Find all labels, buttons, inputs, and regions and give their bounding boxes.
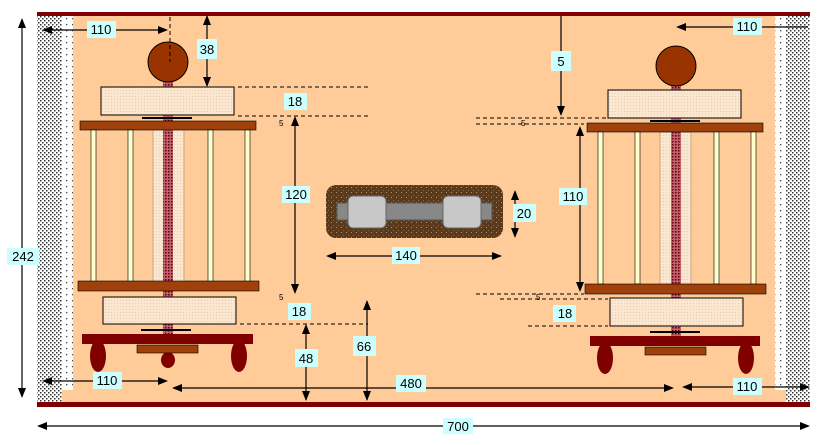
label-element-floor-height: 66 bbox=[357, 339, 371, 354]
right-wall-inner bbox=[786, 16, 810, 402]
left-press bbox=[77, 41, 260, 372]
label-total-width: 700 bbox=[447, 419, 469, 434]
label-bottom-left-offset: 110 bbox=[97, 373, 118, 388]
label-top-gap: 38 bbox=[200, 42, 214, 57]
label-left-column-height: 120 bbox=[285, 187, 307, 202]
label-small-gap: 5 bbox=[279, 293, 284, 302]
label-base-height: 48 bbox=[299, 351, 313, 366]
top-frame-line bbox=[37, 12, 810, 16]
left-wall-inner bbox=[37, 16, 62, 402]
label-right-bottom-block: 18 bbox=[558, 306, 572, 321]
label-right-column-height: 110 bbox=[563, 189, 584, 204]
label-small-gap: 5 bbox=[536, 293, 541, 302]
right-press bbox=[584, 45, 767, 374]
label-center-distance: 480 bbox=[400, 376, 422, 391]
label-total-height: 242 bbox=[12, 249, 34, 264]
label-small-gap: 5 bbox=[279, 119, 284, 128]
label-top-right-offset: 110 bbox=[737, 19, 758, 34]
label-bottom-right-offset: 110 bbox=[737, 379, 758, 394]
label-top-left-offset: 110 bbox=[91, 22, 112, 37]
heating-element bbox=[326, 185, 503, 238]
label-top-left-block: 18 bbox=[288, 94, 302, 109]
dimension-labels: 110 38 18 120 242 140 20 110 5 110 18 18… bbox=[7, 18, 762, 434]
label-left-bottom-block: 18 bbox=[292, 304, 306, 319]
bottom-frame-line bbox=[37, 402, 810, 407]
label-element-length: 140 bbox=[395, 248, 417, 263]
label-small-gap: 5 bbox=[521, 119, 526, 128]
label-right-top-gap: 5 bbox=[557, 54, 564, 69]
label-element-height: 20 bbox=[517, 206, 531, 221]
